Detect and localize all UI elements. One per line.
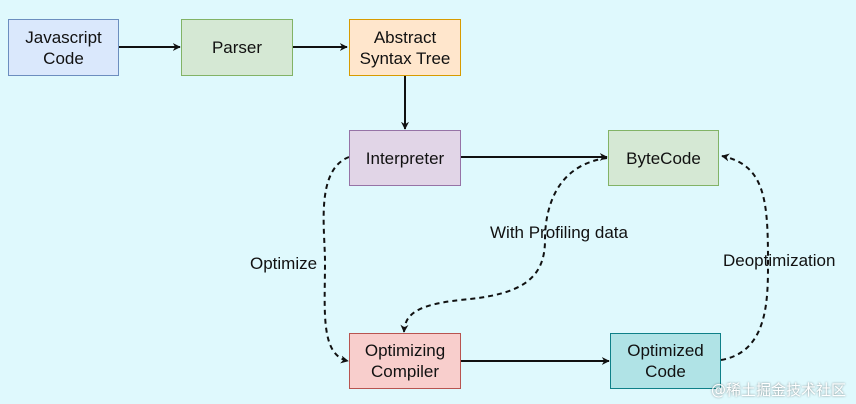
edge-bytecode-to-compiler (400, 157, 608, 333)
edge-label-profiling: With Profiling data (490, 223, 628, 242)
edge-optimized-to-bytecode (720, 153, 770, 361)
node-bytecode: ByteCode (608, 130, 719, 186)
node-label: Interpreter (365, 148, 445, 168)
watermark: @稀土掘金技术社区 (710, 381, 846, 399)
node-optimized-code: Optimized Code (610, 333, 721, 389)
edge-label-deoptimization: Deoptimization (723, 251, 836, 270)
node-javascript-code: Javascript Code (8, 19, 119, 76)
edge-interpreter-to-compiler (322, 156, 350, 364)
node-interpreter: Interpreter (349, 130, 461, 186)
node-parser: Parser (181, 19, 293, 76)
node-label: Javascript Code (25, 27, 102, 68)
node-label: Optimizing Compiler (364, 341, 446, 381)
node-optimizing-compiler: Optimizing Compiler (349, 333, 461, 389)
node-label: Abstract Syntax Tree (359, 27, 451, 68)
edge-label-optimize: Optimize (250, 254, 318, 273)
node-label: Parser (211, 38, 263, 57)
node-label: Optimized Code (627, 341, 704, 381)
node-label: ByteCode (626, 148, 701, 168)
node-abstract-syntax-tree: Abstract Syntax Tree (349, 19, 461, 76)
